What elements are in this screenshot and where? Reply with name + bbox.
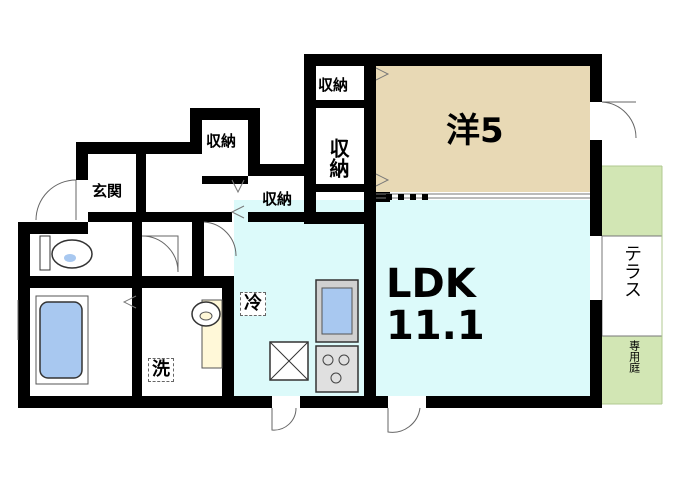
stove [315,345,359,393]
private-garden-label: 専用庭 [627,340,641,373]
washer-label: 洗 [148,358,174,382]
western-room-floor [376,66,590,192]
closet-top-label: 収納 [318,76,349,94]
closet-small-label: 収納 [262,190,293,208]
bathtub [39,301,83,379]
western-room-label: 洋5 [446,111,504,151]
terrace-label: テラス [621,244,642,298]
ldk-label: LDK [386,261,476,307]
entrance-label: 玄関 [92,182,123,200]
ldk-size-label: 11.1 [386,303,485,349]
closet-large-label: 収納 [326,138,350,178]
fridge-label: 冷 [240,292,266,316]
toilet [51,239,93,269]
closet-mid-label: 収納 [206,132,237,150]
walls [18,54,602,408]
